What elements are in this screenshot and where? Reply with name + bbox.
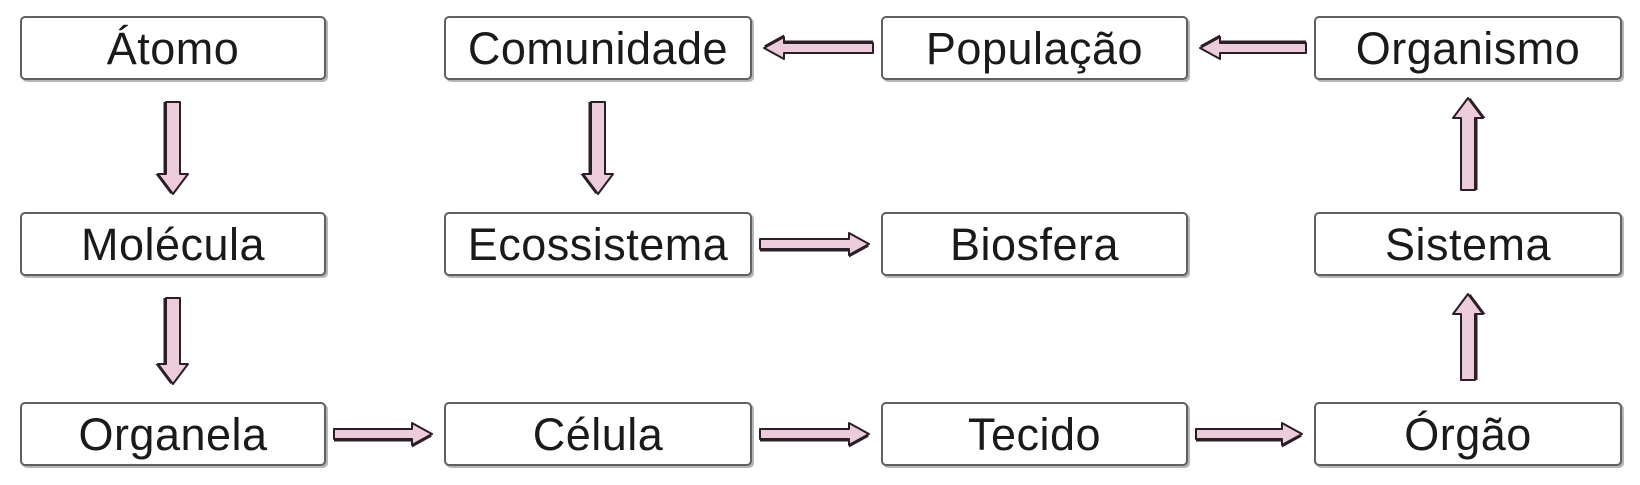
node-label-organela: Organela xyxy=(78,408,268,460)
arrow-celula-to-tecido-icon xyxy=(759,422,870,448)
node-label-molecula: Molécula xyxy=(80,218,266,270)
node-label-populacao: População xyxy=(925,22,1144,74)
node-populacao: População xyxy=(881,16,1188,80)
arrow-sistema-to-organismo-icon xyxy=(1452,97,1486,191)
arrow-organismo-to-populacao-icon xyxy=(1199,34,1307,60)
node-label-sistema: Sistema xyxy=(1384,218,1552,270)
node-molecula: Molécula xyxy=(20,212,326,276)
node-label-organismo: Organismo xyxy=(1355,22,1581,74)
node-organela: Organela xyxy=(20,402,326,466)
node-label-tecido: Tecido xyxy=(967,408,1102,460)
node-organismo: Organismo xyxy=(1314,16,1622,80)
node-atomo: Átomo xyxy=(20,16,326,80)
node-tecido: Tecido xyxy=(881,402,1188,466)
node-orgao: Órgão xyxy=(1314,402,1622,466)
arrow-comunidade-to-ecossistema-icon xyxy=(580,101,614,195)
arrow-populacao-to-comunidade-icon xyxy=(763,34,874,60)
arrow-atomo-to-molecula-icon xyxy=(155,101,189,195)
node-label-orgao: Órgão xyxy=(1404,408,1532,460)
node-comunidade: Comunidade xyxy=(444,16,752,80)
node-label-celula: Célula xyxy=(532,408,664,460)
arrow-organela-to-celula-icon xyxy=(333,422,433,448)
node-label-ecossistema: Ecossistema xyxy=(467,218,729,270)
node-label-comunidade: Comunidade xyxy=(467,22,729,74)
node-label-atomo: Átomo xyxy=(106,22,240,74)
arrow-molecula-to-organela-icon xyxy=(155,297,189,385)
node-celula: Célula xyxy=(444,402,752,466)
node-biosfera: Biosfera xyxy=(881,212,1188,276)
node-ecossistema: Ecossistema xyxy=(444,212,752,276)
node-sistema: Sistema xyxy=(1314,212,1622,276)
arrow-orgao-to-sistema-icon xyxy=(1452,293,1486,381)
node-label-biosfera: Biosfera xyxy=(949,218,1120,270)
arrow-tecido-to-orgao-icon xyxy=(1195,422,1303,448)
arrow-ecossistema-to-biosfera-icon xyxy=(759,232,870,258)
